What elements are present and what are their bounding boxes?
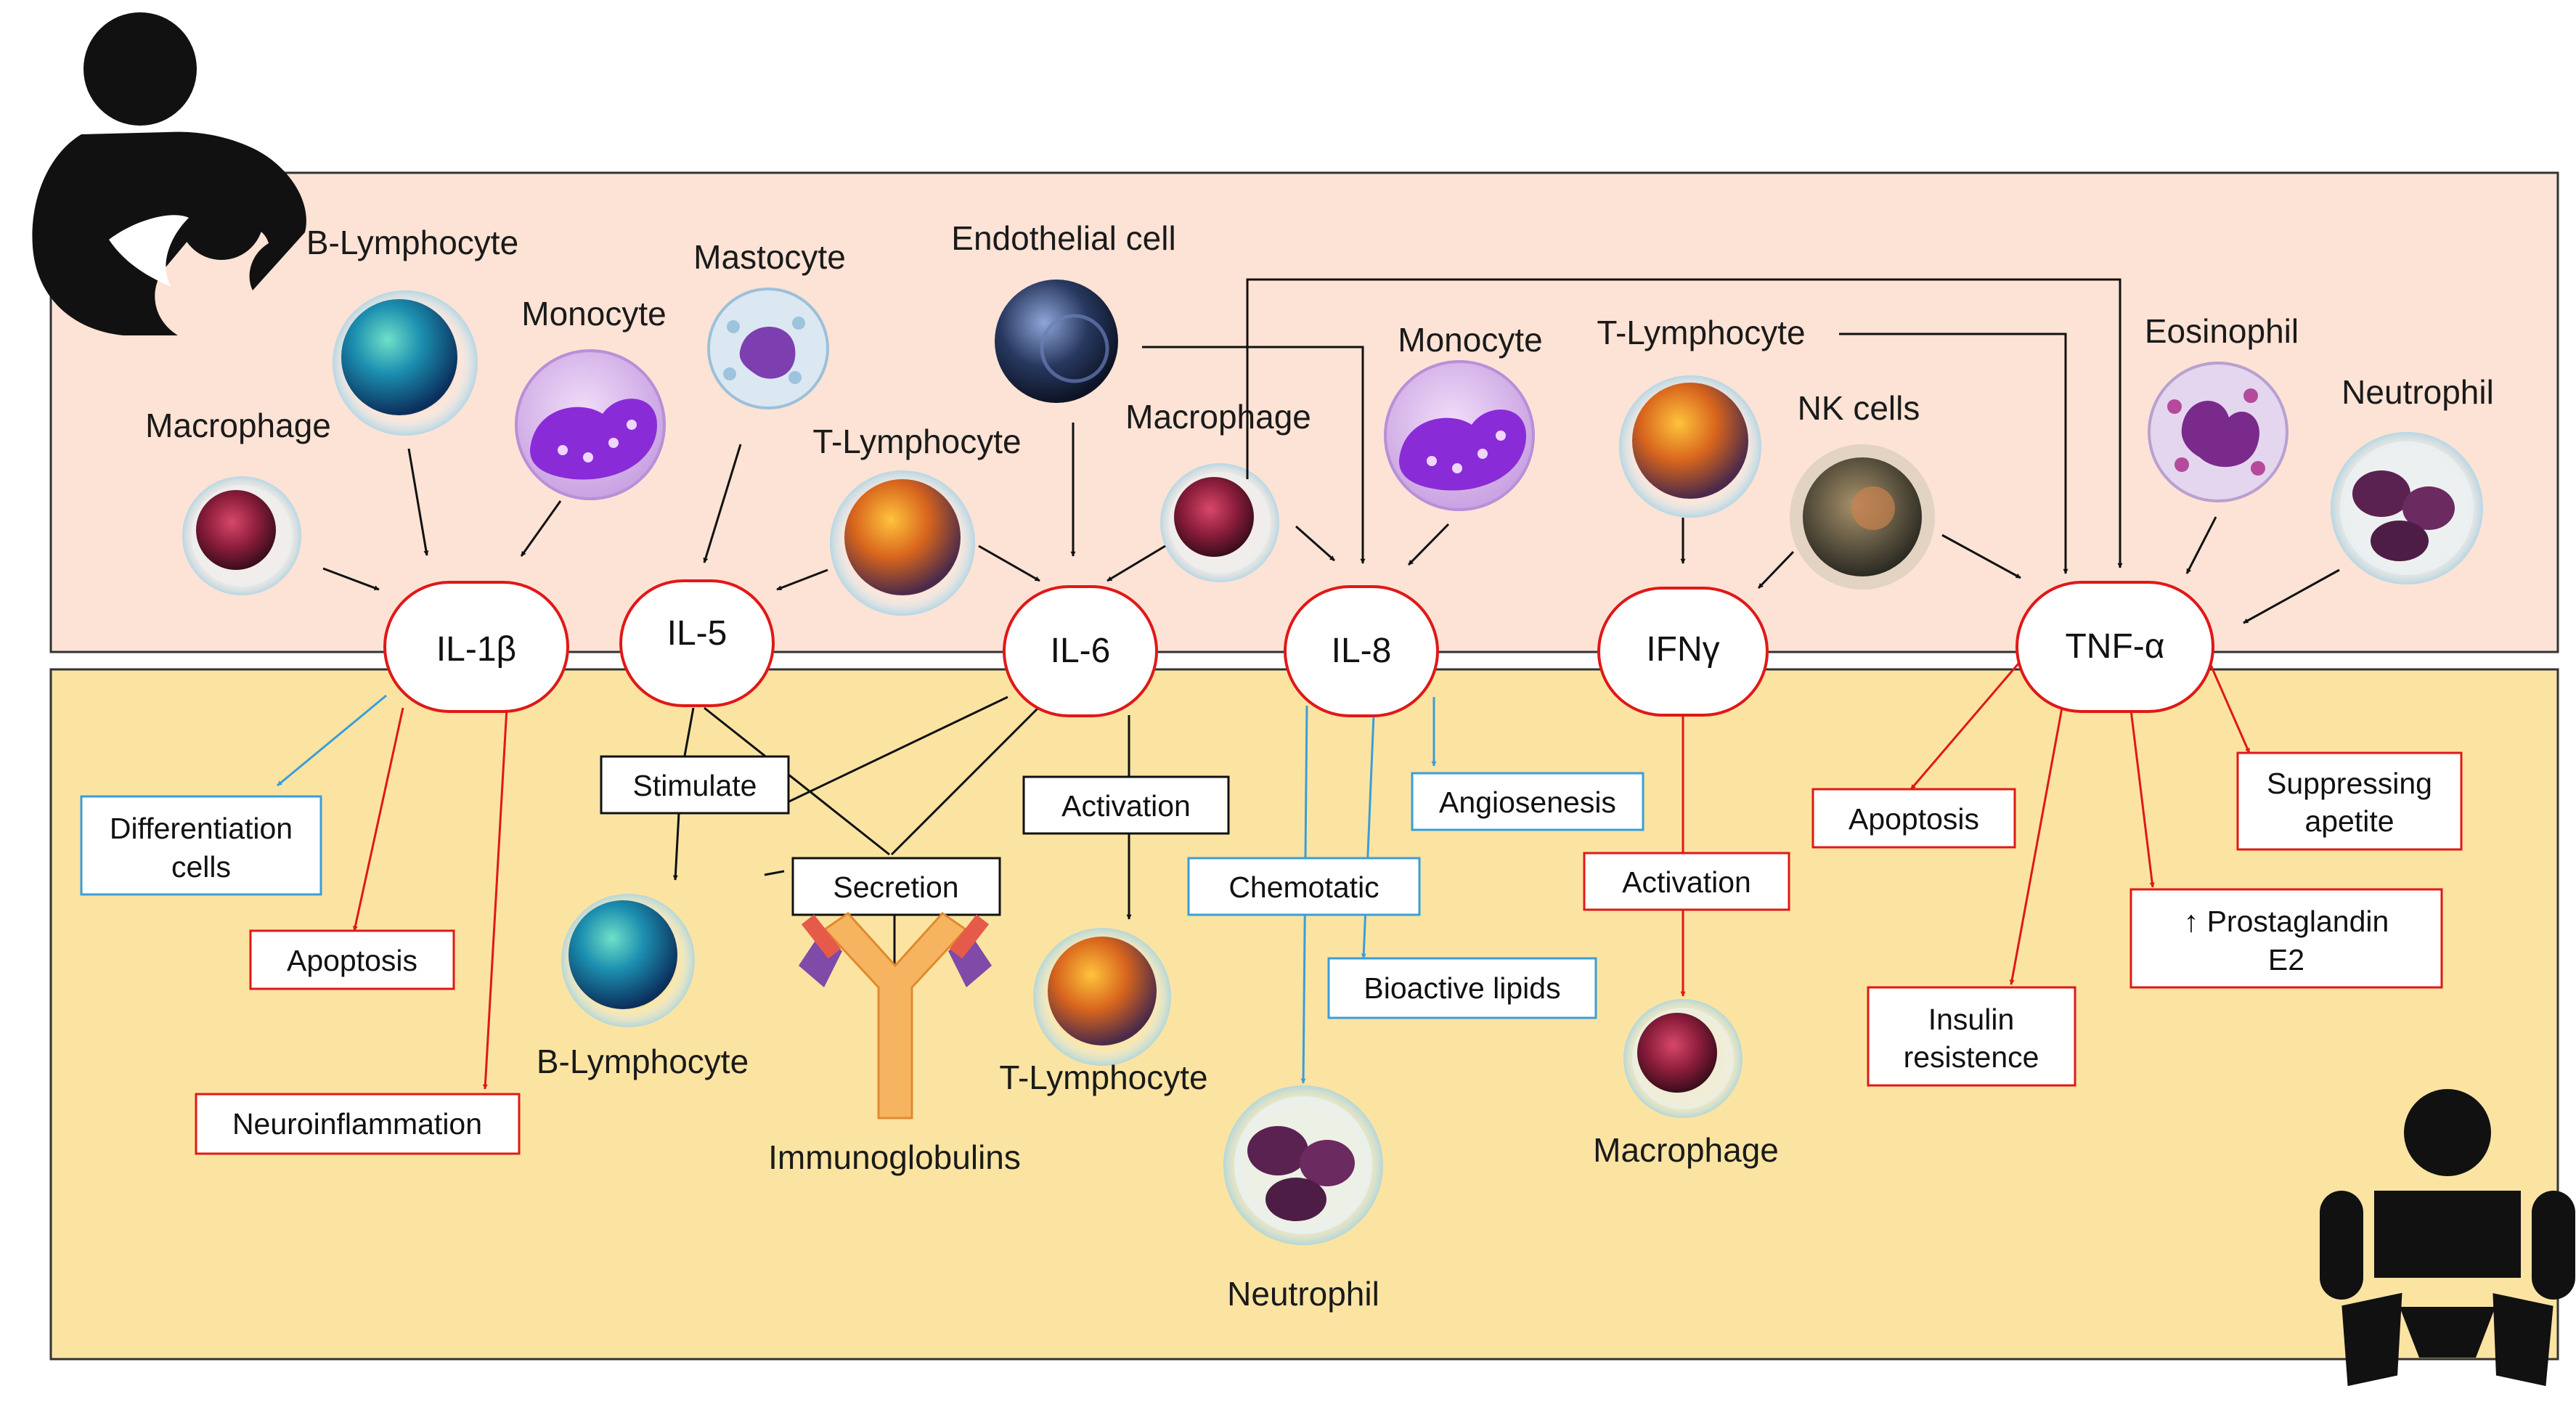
cell-label-monocyte-2: Monocyte xyxy=(1398,321,1542,359)
box-differentiation-cells: Differentiation cells xyxy=(80,795,322,896)
svg-text:E2: E2 xyxy=(2268,943,2304,976)
box-neuroinflammation: Neuroinflammation xyxy=(195,1093,521,1155)
svg-text:Neuroinflammation: Neuroinflammation xyxy=(232,1107,482,1141)
svg-text:apetite: apetite xyxy=(2304,804,2394,838)
cell-label-t-lymphocyte-2: T-Lymphocyte xyxy=(1597,314,1805,351)
svg-text:Activation: Activation xyxy=(1061,789,1191,823)
hub-tnf-alpha: TNF-α xyxy=(2015,581,2214,713)
t-lymphocyte-cell-1 xyxy=(830,470,975,616)
t-lymphocyte-output-cell xyxy=(1033,928,1171,1066)
svg-text:IL-1β: IL-1β xyxy=(436,630,516,669)
svg-text:TNF-α: TNF-α xyxy=(2065,627,2164,666)
svg-text:IFNγ: IFNγ xyxy=(1646,630,1719,669)
svg-text:Insulin: Insulin xyxy=(1928,1003,2015,1036)
svg-text:↑ Prostaglandin: ↑ Prostaglandin xyxy=(2184,905,2389,938)
box-apoptosis-1: Apoptosis xyxy=(249,929,455,990)
svg-text:IL-8: IL-8 xyxy=(1332,632,1392,670)
neutrophil-cell-1 xyxy=(2331,432,2483,584)
svg-text:Chemotatic: Chemotatic xyxy=(1228,870,1379,904)
neutrophil-output-cell xyxy=(1223,1085,1383,1245)
box-apoptosis-2: Apoptosis xyxy=(1811,788,2016,849)
box-prostaglandin-e2: ↑ Prostaglandin E2 xyxy=(2129,888,2443,989)
svg-text:cells: cells xyxy=(171,850,231,884)
cell-label-neutrophil-1: Neutrophil xyxy=(2341,373,2494,411)
svg-text:resistence: resistence xyxy=(1904,1040,2039,1074)
monocyte-cell-2 xyxy=(1384,360,1535,511)
hub-ifn-gamma: IFNγ xyxy=(1597,587,1769,717)
svg-text:Stimulate: Stimulate xyxy=(633,769,757,802)
breastfeeding-mother-icon xyxy=(32,12,306,336)
svg-text:IL-6: IL-6 xyxy=(1051,632,1111,670)
output-label-neutrophil: Neutrophil xyxy=(1227,1275,1379,1313)
svg-text:Activation: Activation xyxy=(1622,865,1751,899)
hub-il-5: IL-5 xyxy=(619,579,775,707)
macrophage-cell-2 xyxy=(1160,463,1279,582)
hub-il-6: IL-6 xyxy=(1003,585,1158,717)
t-lymphocyte-cell-2 xyxy=(1619,375,1761,518)
endothelial-cell xyxy=(995,280,1118,403)
output-label-macrophage: Macrophage xyxy=(1593,1131,1779,1169)
red-output-arrows xyxy=(352,653,2251,1090)
box-bioactive-lipids: Bioactive lipids xyxy=(1327,957,1597,1019)
hub-il-1b: IL-1β xyxy=(383,581,569,713)
cell-label-mastocyte: Mastocyte xyxy=(693,238,846,276)
infant-icon xyxy=(2320,1089,2575,1387)
b-lymphocyte-output-cell xyxy=(561,894,695,1027)
monocyte-cell-1 xyxy=(515,349,666,500)
svg-text:Apoptosis: Apoptosis xyxy=(1849,802,1979,836)
box-insulin-resistence: Insulin resistence xyxy=(1867,986,2076,1087)
svg-text:Apoptosis: Apoptosis xyxy=(287,944,417,977)
svg-text:Bioactive lipids: Bioactive lipids xyxy=(1364,971,1560,1005)
box-activation-1: Activation xyxy=(1022,775,1230,835)
svg-text:Suppressing: Suppressing xyxy=(2267,767,2432,800)
cell-label-t-lymphocyte-1: T-Lymphocyte xyxy=(812,423,1021,460)
output-label-t-lymphocyte: T-Lymphocyte xyxy=(999,1059,1207,1096)
macrophage-output-cell xyxy=(1623,999,1743,1118)
svg-text:Differentiation: Differentiation xyxy=(110,812,293,845)
source-arrows xyxy=(322,278,2340,624)
nk-cell xyxy=(1790,444,1935,590)
output-label-b-lymphocyte: B-Lymphocyte xyxy=(537,1043,749,1080)
b-lymphocyte-cell-1 xyxy=(333,290,478,436)
box-secretion: Secretion xyxy=(791,857,1001,916)
cell-label-macrophage-2: Macrophage xyxy=(1125,398,1311,436)
macrophage-cell-1 xyxy=(182,476,301,595)
svg-text:Angiosenesis: Angiosenesis xyxy=(1439,786,1616,819)
cell-label-endothelial: Endothelial cell xyxy=(951,219,1175,257)
mother-panel xyxy=(49,171,2559,653)
immunoglobulin-y-icon xyxy=(799,912,992,1120)
box-angiogenesis: Angiosenesis xyxy=(1411,772,1644,831)
cell-label-monocyte-1: Monocyte xyxy=(521,295,666,333)
svg-text:IL-5: IL-5 xyxy=(667,614,727,653)
cell-label-b-lymphocyte-1: B-Lymphocyte xyxy=(306,224,518,261)
box-chemotatic: Chemotatic xyxy=(1187,857,1421,916)
box-stimulate: Stimulate xyxy=(600,755,790,815)
eosinophil-cell xyxy=(2148,362,2288,502)
box-activation-2: Activation xyxy=(1583,852,1790,911)
cell-label-eosinophil: Eosinophil xyxy=(2145,312,2299,350)
mastocyte-cell xyxy=(707,288,829,409)
hub-il-8: IL-8 xyxy=(1284,585,1439,717)
svg-text:Secretion: Secretion xyxy=(833,870,958,904)
cell-label-nk-cells: NK cells xyxy=(1798,389,1920,427)
output-label-immunoglobulins: Immunoglobulins xyxy=(768,1138,1021,1176)
cell-label-macrophage-1: Macrophage xyxy=(145,407,331,444)
black-output-arrows xyxy=(672,696,1132,975)
box-suppressing-apetite: Suppressing apetite xyxy=(2236,751,2463,851)
